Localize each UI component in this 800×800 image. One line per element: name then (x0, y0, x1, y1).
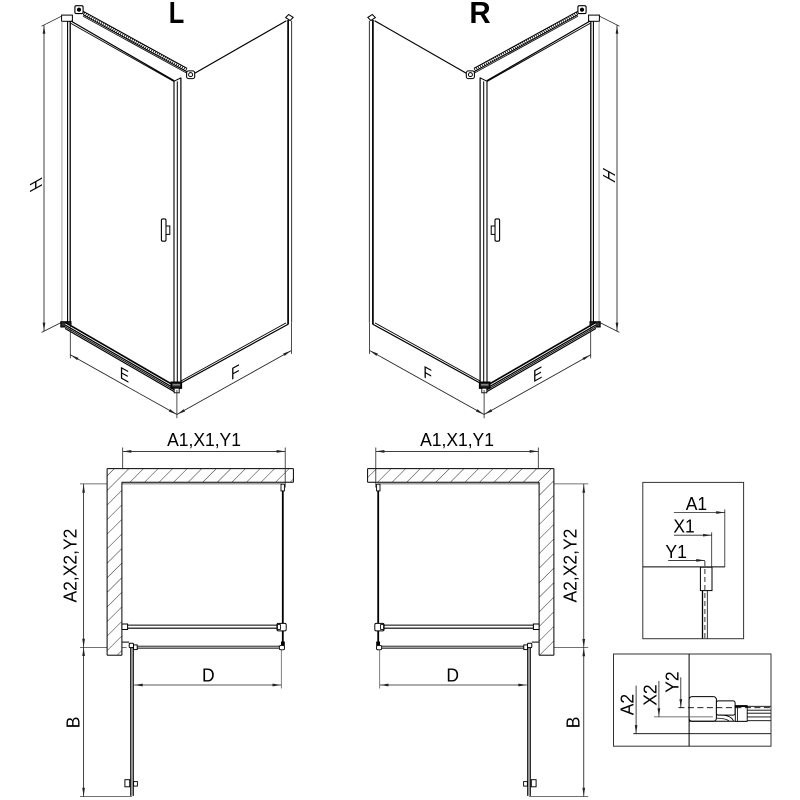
svg-text:A2: A2 (617, 694, 638, 715)
svg-text:A1,X1,Y1: A1,X1,Y1 (420, 429, 494, 450)
svg-text:Y1: Y1 (665, 541, 686, 562)
svg-text:E: E (533, 363, 542, 387)
svg-text:A1: A1 (686, 493, 707, 514)
svg-text:Y2: Y2 (662, 671, 683, 692)
svg-text:E: E (120, 363, 129, 387)
svg-text:A2,X2,Y2: A2,X2,Y2 (60, 529, 81, 603)
svg-text:D: D (446, 665, 459, 686)
svg-text:B: B (563, 717, 584, 729)
svg-text:L: L (169, 0, 185, 31)
svg-text:A2,X2,Y2: A2,X2,Y2 (560, 529, 581, 603)
svg-text:X2: X2 (640, 684, 661, 705)
svg-text:R: R (469, 0, 490, 30)
svg-text:F: F (423, 363, 432, 386)
svg-text:A1,X1,Y1: A1,X1,Y1 (167, 429, 241, 450)
svg-text:F: F (231, 361, 240, 384)
svg-text:X1: X1 (673, 516, 694, 537)
svg-text:D: D (202, 665, 215, 686)
svg-text:B: B (63, 717, 84, 729)
